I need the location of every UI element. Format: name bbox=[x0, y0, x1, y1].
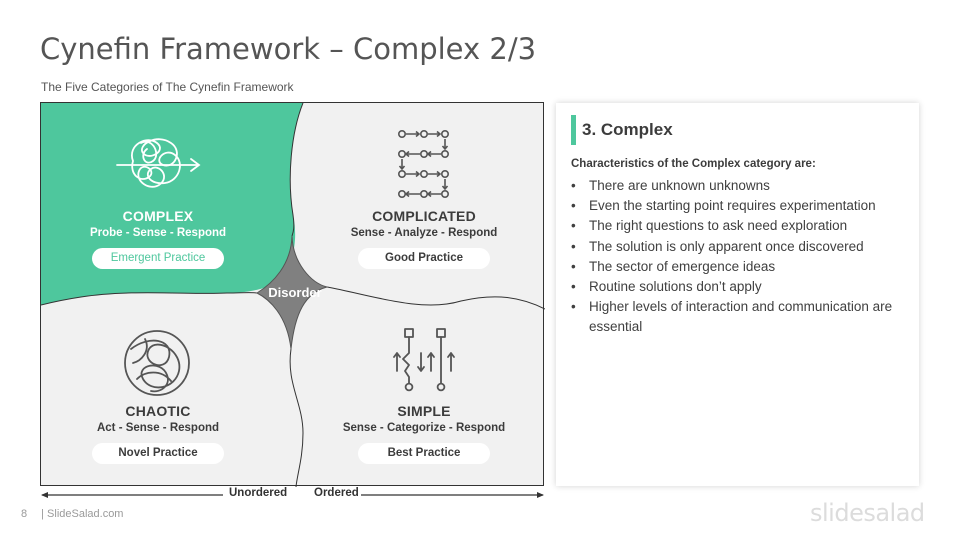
quadrant-complex: COMPLEX Probe - Sense - Respond Emergent… bbox=[58, 208, 258, 269]
quadrant-name: COMPLICATED bbox=[372, 208, 476, 224]
list-item: Even the starting point requires experim… bbox=[571, 196, 901, 216]
quadrant-complicated: COMPLICATED Sense - Analyze - Respond Go… bbox=[324, 208, 524, 269]
characteristics-panel: 3. Complex Characteristics of the Comple… bbox=[556, 103, 919, 486]
quadrant-steps: Probe - Sense - Respond bbox=[89, 227, 227, 239]
quadrant-steps: Sense - Categorize - Respond bbox=[342, 422, 506, 434]
quadrant-name: COMPLEX bbox=[122, 208, 194, 224]
axis-arrows bbox=[41, 492, 544, 498]
flow-grid-icon bbox=[397, 129, 449, 198]
page-number: 8 bbox=[21, 508, 28, 520]
quadrant-simple: SIMPLE Sense - Categorize - Respond Best… bbox=[324, 403, 524, 464]
panel-heading: 3. Complex bbox=[582, 120, 673, 139]
page-subtitle: The Five Categories of The Cynefin Frame… bbox=[41, 80, 294, 94]
cynefin-diagram: COMPLEX Probe - Sense - Respond Emergent… bbox=[40, 102, 545, 487]
brand-logo: slidesalad bbox=[810, 499, 925, 527]
practice-pill: Emergent Practice bbox=[92, 248, 224, 269]
disorder-outline bbox=[255, 235, 329, 350]
practice-pill: Good Practice bbox=[358, 248, 490, 269]
chaos-circle-icon bbox=[124, 330, 190, 396]
footer-site: | SlideSalad.com bbox=[41, 508, 124, 520]
boundary-curve-right bbox=[326, 286, 545, 310]
quadrant-steps: Act - Sense - Respond bbox=[96, 422, 220, 434]
quadrant-chaotic: CHAOTIC Act - Sense - Respond Novel Prac… bbox=[58, 403, 258, 464]
list-item: The solution is only apparent once disco… bbox=[571, 237, 901, 257]
practice-pill: Best Practice bbox=[358, 443, 490, 464]
disorder-label: Disorder bbox=[268, 285, 322, 300]
axis-label-unordered: Unordered bbox=[229, 487, 288, 499]
list-item: Higher levels of interaction and communi… bbox=[571, 297, 901, 337]
boundary-curve-left bbox=[41, 292, 258, 306]
tangled-arrow-icon bbox=[116, 138, 201, 188]
quadrant-name: CHAOTIC bbox=[125, 403, 191, 419]
page-title: Cynefin Framework – Complex 2/3 bbox=[40, 32, 537, 66]
quadrant-steps: Sense - Analyze - Respond bbox=[350, 227, 498, 239]
characteristics-list: There are unknown unknowns Even the star… bbox=[571, 176, 901, 338]
list-item: The right questions to ask need explorat… bbox=[571, 216, 901, 236]
panel-intro: Characteristics of the Complex category … bbox=[571, 158, 816, 170]
boundary-curve-bottom bbox=[289, 348, 304, 487]
list-item: The sector of emergence ideas bbox=[571, 257, 901, 277]
accent-bar bbox=[571, 115, 576, 145]
quadrant-name: SIMPLE bbox=[397, 403, 451, 419]
axis-label-ordered: Ordered bbox=[314, 487, 359, 499]
linear-path-icon bbox=[393, 328, 455, 392]
order-axis: Unordered Ordered bbox=[40, 487, 545, 505]
disorder-region bbox=[257, 236, 327, 349]
list-item: Routine solutions don’t apply bbox=[571, 277, 901, 297]
practice-pill: Novel Practice bbox=[92, 443, 224, 464]
boundary-curve-top bbox=[289, 103, 304, 237]
footer: 8 | SlideSalad.com bbox=[21, 508, 123, 520]
list-item: There are unknown unknowns bbox=[571, 176, 901, 196]
